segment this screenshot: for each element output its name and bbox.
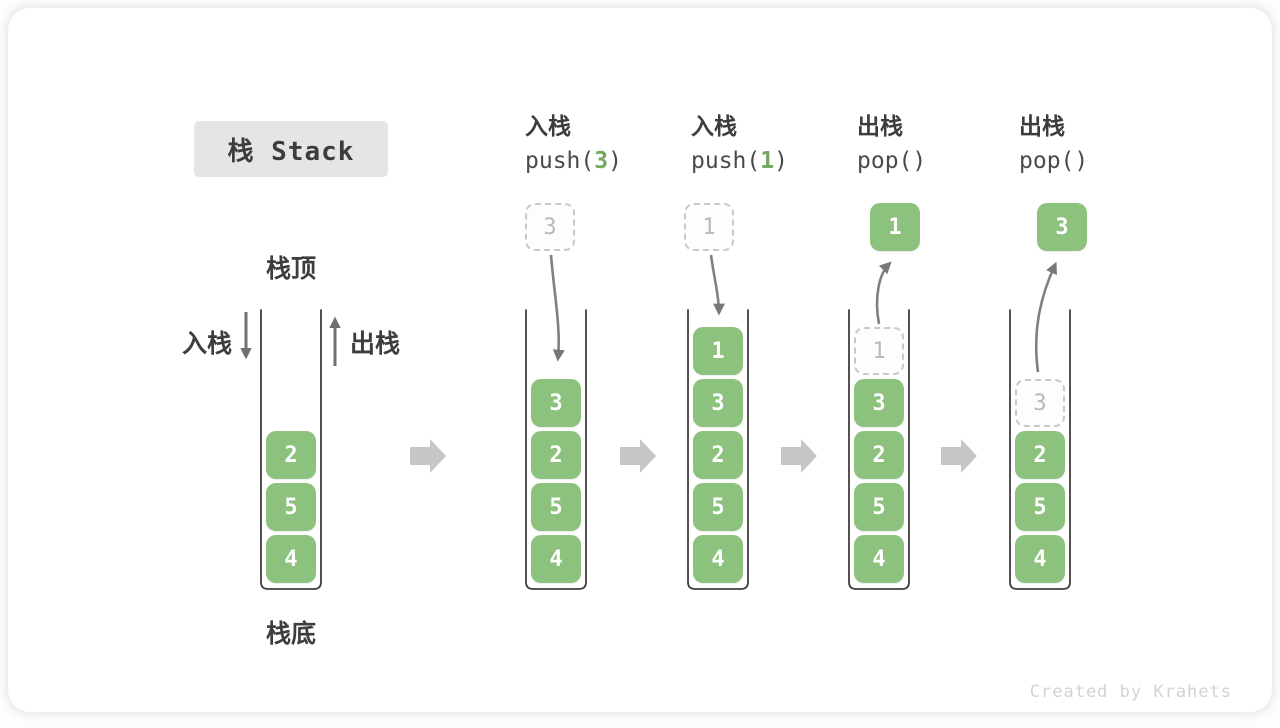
- op-label-code: push(1): [691, 148, 788, 174]
- stack-item: 4: [531, 535, 581, 583]
- stack-item: 2: [531, 431, 581, 479]
- step-arrow: [941, 439, 977, 473]
- op-label-code: push(3): [525, 148, 622, 174]
- figure-title: 栈 Stack: [194, 121, 388, 177]
- op-label-cn: 入栈: [691, 113, 737, 139]
- ghost-item-box: 1: [854, 327, 904, 375]
- stack-item: 4: [693, 535, 743, 583]
- credit-text: Created by Krahets: [1029, 682, 1232, 702]
- pop3-arrow: [1034, 261, 1057, 373]
- pending-item-box: 3: [525, 203, 575, 251]
- stack-item: 5: [266, 483, 316, 531]
- stack-bottom-label: 栈底: [265, 620, 316, 648]
- stack-container: [260, 309, 322, 590]
- stack-item: 2: [1015, 431, 1065, 479]
- arrows-layer: [240, 254, 1057, 473]
- stack-item: 4: [1015, 535, 1065, 583]
- op-label-code: pop(): [857, 148, 927, 174]
- pending-item-box: 1: [684, 203, 734, 251]
- stack-item: 5: [693, 483, 743, 531]
- pop1-arrow: [875, 261, 892, 325]
- stack-container: [1009, 309, 1071, 590]
- op-label-push3: 入栈 push(3): [525, 113, 685, 174]
- popped-item-box: 1: [870, 203, 920, 251]
- stack-top-label: 栈顶: [265, 255, 316, 283]
- stack-item: 5: [531, 483, 581, 531]
- pop-direction-label: 出栈: [350, 330, 401, 358]
- stack-containers-layer: [260, 309, 1071, 590]
- stack-item: 5: [854, 483, 904, 531]
- stack-container: [848, 309, 910, 590]
- op-label-cn: 出栈: [857, 113, 903, 139]
- op-label-cn: 出栈: [1019, 113, 1065, 139]
- stack-item: 3: [693, 379, 743, 427]
- stack-container: [525, 309, 587, 590]
- op-label-pop2: 出栈 pop(): [1019, 113, 1179, 174]
- stack-item: 2: [854, 431, 904, 479]
- push1-arrow: [709, 254, 725, 316]
- step-arrow: [620, 439, 656, 473]
- ghost-item-box: 3: [1015, 379, 1065, 427]
- push3-arrow: [549, 254, 565, 362]
- stack-item: 5: [1015, 483, 1065, 531]
- stack-item: 4: [266, 535, 316, 583]
- stack-item: 1: [693, 327, 743, 375]
- stack-item: 3: [531, 379, 581, 427]
- op-label-code: pop(): [1019, 148, 1089, 174]
- figure-card: 栈 Stack 入栈 push(3) 入栈 push(1) 出栈 pop() 出…: [8, 8, 1272, 712]
- op-arg: 3: [594, 148, 609, 174]
- stack-item: 2: [266, 431, 316, 479]
- stack-item: 3: [854, 379, 904, 427]
- op-label-push1: 入栈 push(1): [691, 113, 851, 174]
- step-arrow: [410, 439, 446, 473]
- push-direction-label: 入栈: [182, 330, 233, 358]
- op-label-cn: 入栈: [525, 113, 571, 139]
- op-label-pop1: 出栈 pop(): [857, 113, 1017, 174]
- stack-item: 4: [854, 535, 904, 583]
- op-arg: 1: [760, 148, 775, 174]
- popped-item-box: 3: [1037, 203, 1087, 251]
- step-arrow: [781, 439, 817, 473]
- stack-item: 2: [693, 431, 743, 479]
- stack-container: [687, 309, 749, 590]
